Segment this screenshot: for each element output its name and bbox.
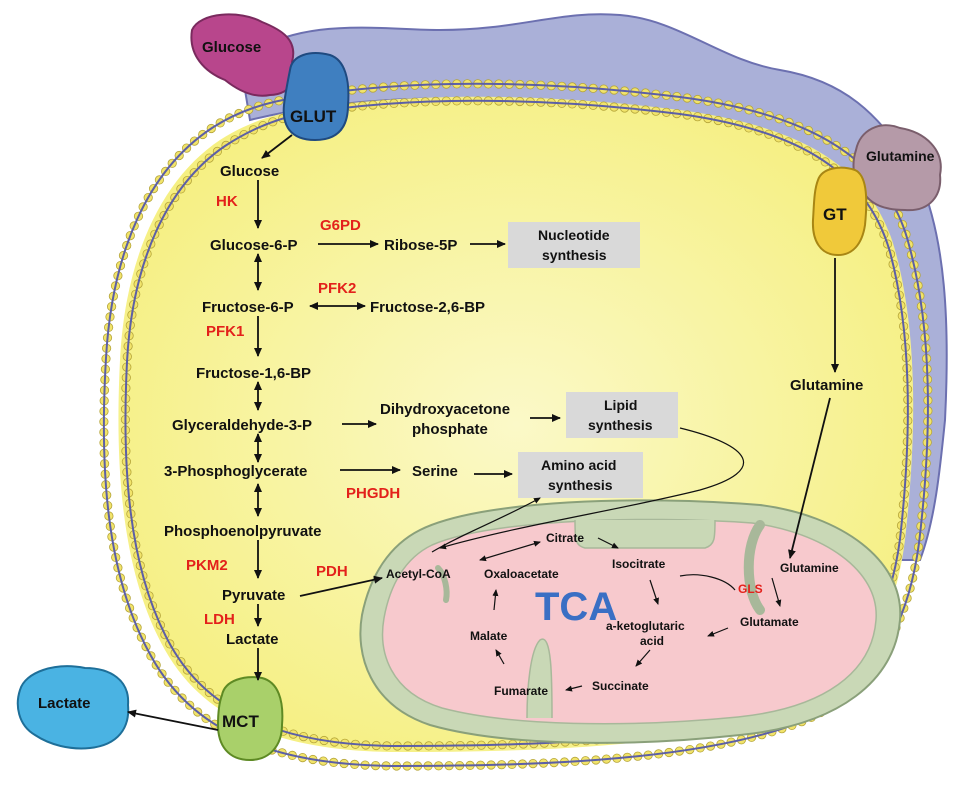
glucose-label: Glucose	[220, 163, 279, 180]
glut-transporter-shape	[282, 52, 350, 142]
pkm2-enzyme-label: PKM2	[186, 557, 228, 574]
malate-label: Malate	[470, 629, 508, 643]
fructose-2-6-bp-label: Fructose-2,6-BP	[370, 299, 485, 316]
dhap-label-line2: phosphate	[412, 421, 488, 438]
lipid-synthesis-label-line1: Lipid	[604, 397, 637, 413]
fructose-1-6-bp-label: Fructose-1,6-BP	[196, 365, 311, 382]
lactate-label: Lactate	[226, 631, 279, 648]
g6pd-enzyme-label: G6PD	[320, 217, 361, 234]
nucleotide-synthesis-box	[508, 222, 640, 268]
pfk1-enzyme-label: PFK1	[206, 323, 244, 340]
pfk2-enzyme-label: PFK2	[318, 280, 356, 297]
lipid-synthesis-label-line2: synthesis	[588, 417, 653, 433]
glutamate-label: Glutamate	[740, 615, 799, 629]
serine-label: Serine	[412, 463, 458, 480]
akg-label-line1: a-ketoglutaric	[606, 619, 685, 633]
phgdh-enzyme-label: PHGDH	[346, 485, 400, 502]
phosphoenolpyruvate-label: Phosphoenolpyruvate	[164, 523, 322, 540]
glutamine-cytosol-label: Glutamine	[790, 377, 863, 394]
fructose-6-p-label: Fructose-6-P	[202, 299, 294, 316]
pdh-enzyme-label: PDH	[316, 563, 348, 580]
succinate-label: Succinate	[592, 679, 649, 693]
glut-label: GLUT	[290, 107, 337, 126]
glutamine-mito-label: Glutamine	[780, 561, 839, 575]
oxaloacetate-label: Oxaloacetate	[484, 567, 559, 581]
ribose-5p-label: Ribose-5P	[384, 237, 457, 254]
phosphoglycerate-label: 3-Phosphoglycerate	[164, 463, 307, 480]
gt-transporter-shape	[811, 166, 868, 257]
glycolysis-arrows	[127, 134, 839, 731]
lactate-molecule-shape	[16, 665, 130, 750]
lactate-external-label: Lactate	[38, 695, 91, 712]
acetyl-coa-label: Acetyl-CoA	[386, 567, 451, 581]
fumarate-label: Fumarate	[494, 684, 548, 698]
nucleotide-synthesis-label-line2: synthesis	[542, 247, 607, 263]
citrate-label: Citrate	[546, 531, 584, 545]
gls-enzyme-label: GLS	[738, 582, 763, 596]
pyruvate-label: Pyruvate	[222, 587, 285, 604]
lipid-synthesis-box	[566, 392, 678, 438]
gt-label: GT	[823, 205, 847, 224]
amino-acid-synthesis-label-line2: synthesis	[548, 477, 613, 493]
hk-enzyme-label: HK	[216, 193, 238, 210]
nucleotide-synthesis-label-line1: Nucleotide	[538, 227, 610, 243]
akg-label-line2: acid	[640, 634, 664, 648]
tca-label: TCA	[535, 585, 617, 629]
dhap-label-line1: Dihydroxyacetone	[380, 401, 510, 418]
amino-acid-synthesis-box	[518, 452, 643, 498]
glyceraldehyde-3-p-label: Glyceraldehyde-3-P	[172, 417, 312, 434]
mct-label: MCT	[222, 712, 259, 731]
membrane-outer-line	[102, 82, 929, 768]
glucose-6-p-label: Glucose-6-P	[210, 237, 298, 254]
amino-acid-synthesis-label-line1: Amino acid	[541, 457, 616, 473]
glutamine-external-label: Glutamine	[866, 148, 935, 164]
glucose-external-label: Glucose	[202, 39, 261, 56]
isocitrate-label: Isocitrate	[612, 557, 666, 571]
tca-arrows	[479, 537, 782, 692]
ldh-enzyme-label: LDH	[204, 611, 235, 628]
